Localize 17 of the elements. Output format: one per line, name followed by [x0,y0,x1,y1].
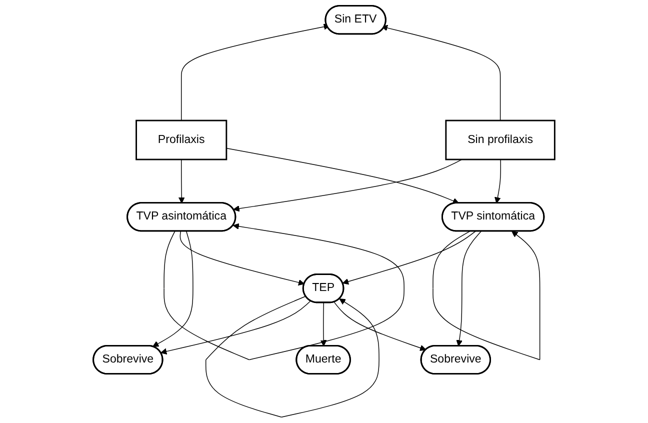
arrow [494,159,502,204]
arrow [381,24,501,121]
arrow [152,230,194,347]
arrow [164,223,404,360]
arrow [205,296,380,418]
arrow [180,230,305,286]
arrow [226,148,460,204]
arrow [342,230,476,285]
arrow [160,300,311,355]
arrow [233,159,462,212]
arrow [432,230,540,360]
arrow [456,230,482,346]
node-box: Sin profilaxis [445,120,556,160]
arrow [178,159,185,204]
arrow [320,302,327,346]
arrow [334,302,426,351]
node-box: Profilaxis [136,120,228,160]
